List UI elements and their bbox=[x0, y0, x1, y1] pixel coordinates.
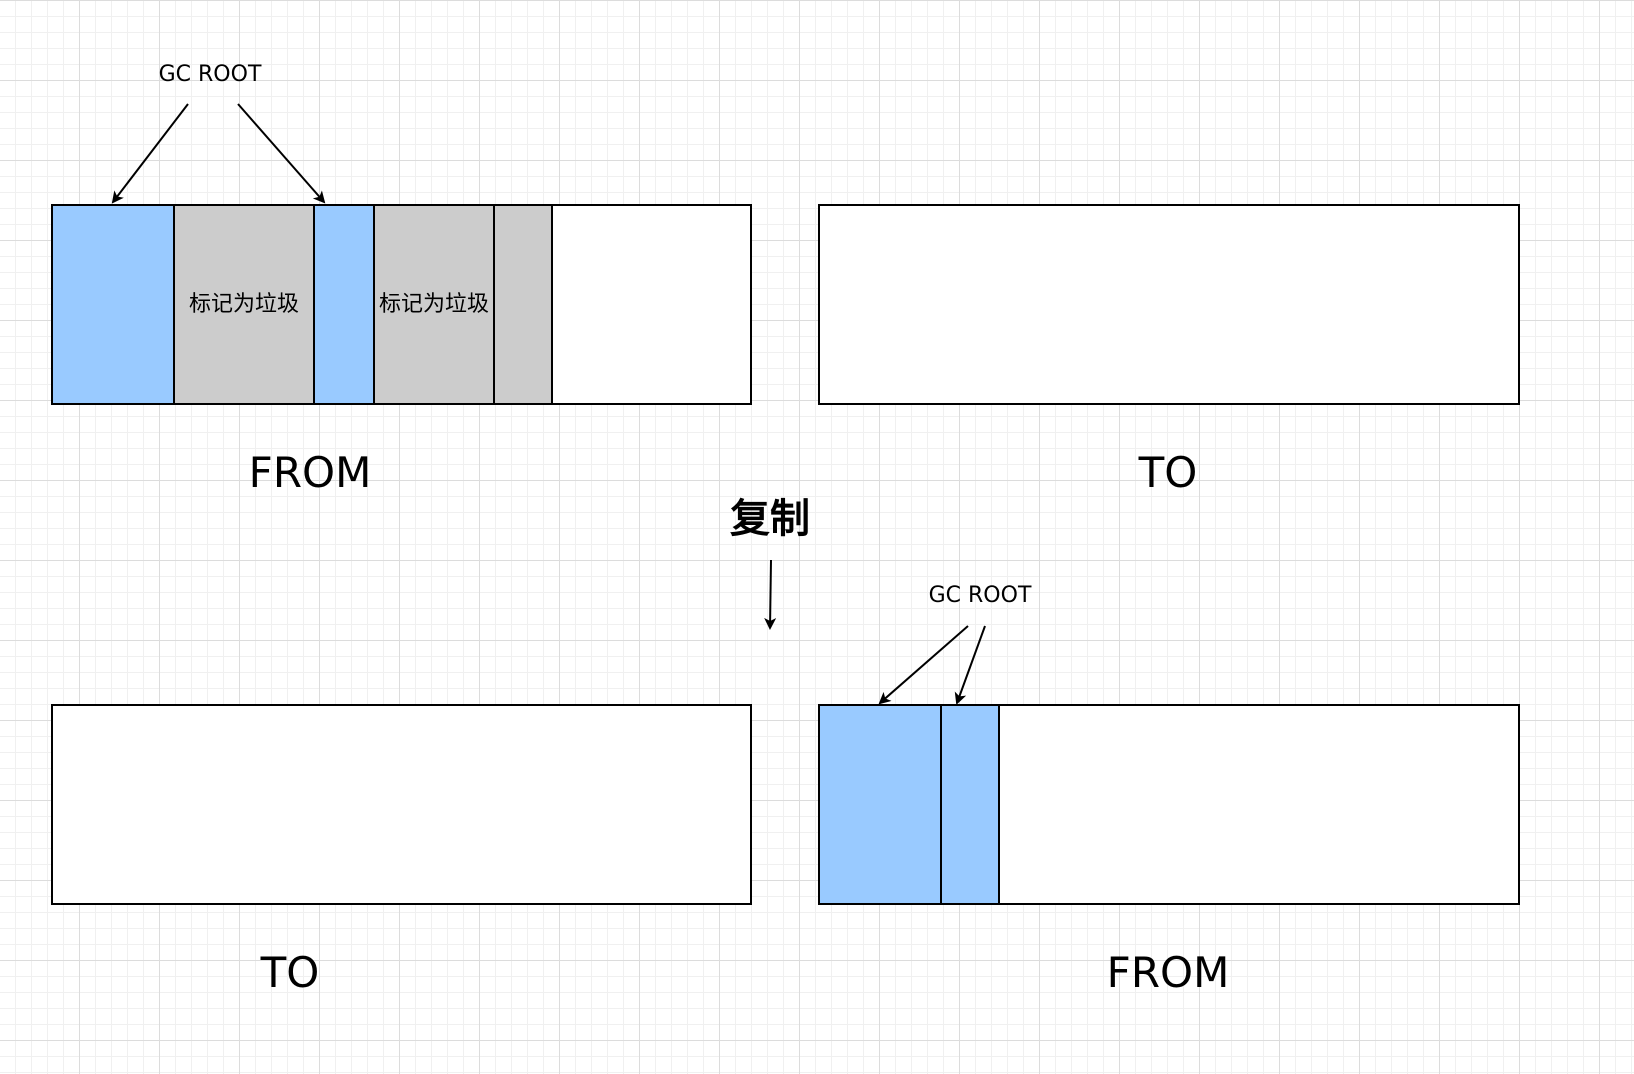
before-from-space: 标记为垃圾 标记为垃圾 bbox=[51, 204, 752, 405]
live-object-block bbox=[940, 706, 1000, 903]
gc-root-arrow bbox=[954, 625, 986, 705]
after-to-label: TO bbox=[260, 948, 320, 997]
gc-root-label-top: GC ROOT bbox=[158, 62, 262, 87]
before-to-space bbox=[818, 204, 1520, 405]
garbage-block: 标记为垃圾 bbox=[173, 206, 313, 403]
before-from-label: FROM bbox=[248, 448, 372, 497]
after-from-space bbox=[818, 704, 1520, 905]
after-to-space bbox=[51, 704, 752, 905]
garbage-block-label: 标记为垃圾 bbox=[379, 291, 490, 317]
live-object-block bbox=[820, 706, 940, 903]
copy-step-label: 复制 bbox=[730, 496, 810, 542]
garbage-block: 标记为垃圾 bbox=[373, 206, 493, 403]
gc-root-arrow bbox=[111, 103, 189, 204]
before-to-label: TO bbox=[1138, 448, 1198, 497]
gc-root-arrow bbox=[878, 625, 969, 705]
live-object-block bbox=[53, 206, 173, 403]
garbage-block-label: 标记为垃圾 bbox=[188, 291, 299, 317]
after-from-label: FROM bbox=[1106, 948, 1230, 997]
gc-root-arrow bbox=[237, 103, 326, 204]
gc-root-label-bottom: GC ROOT bbox=[928, 583, 1032, 608]
live-object-block bbox=[313, 206, 373, 403]
garbage-block bbox=[493, 206, 553, 403]
copy-direction-arrow bbox=[764, 559, 777, 630]
